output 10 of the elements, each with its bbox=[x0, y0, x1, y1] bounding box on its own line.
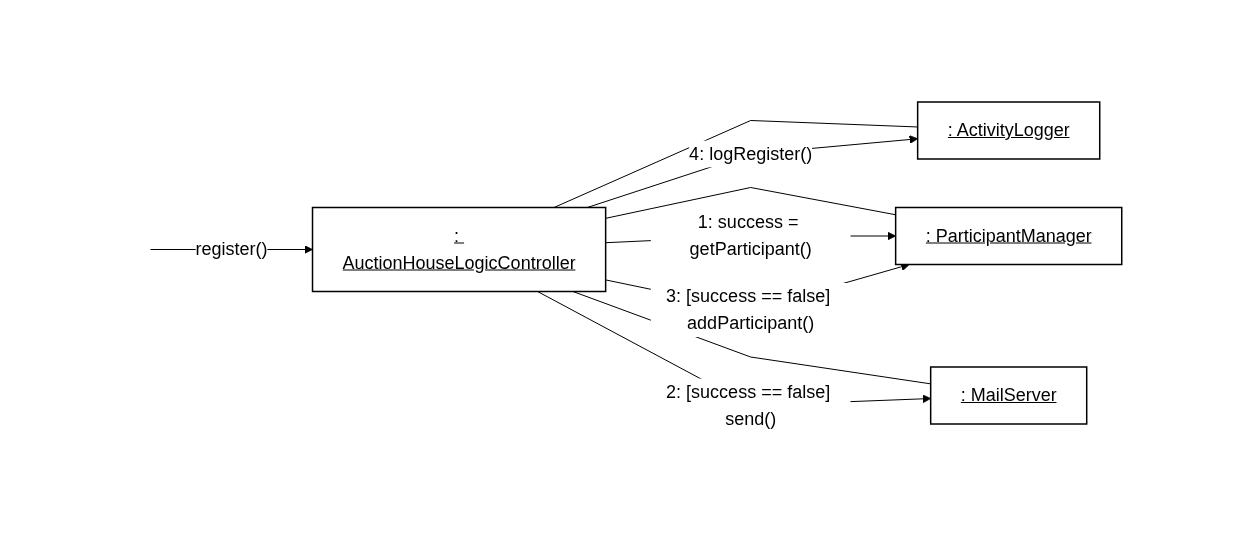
node-box: : AuctionHouseLogicController bbox=[311, 207, 606, 293]
edge-label: 4: logRegister() bbox=[688, 143, 812, 164]
edge-label: 1: success = getParticipant() bbox=[689, 212, 812, 260]
edge-label: register() bbox=[195, 239, 268, 260]
node-box: : MailServer bbox=[929, 366, 1088, 425]
node-box: : ActivityLogger bbox=[916, 101, 1101, 160]
edge-label: 2: [success == false] send() bbox=[665, 381, 830, 429]
node-box: : ParticipantManager bbox=[894, 207, 1123, 266]
edge-label: 3: [success == false] addParticipant() bbox=[665, 286, 830, 334]
connector bbox=[553, 120, 918, 209]
